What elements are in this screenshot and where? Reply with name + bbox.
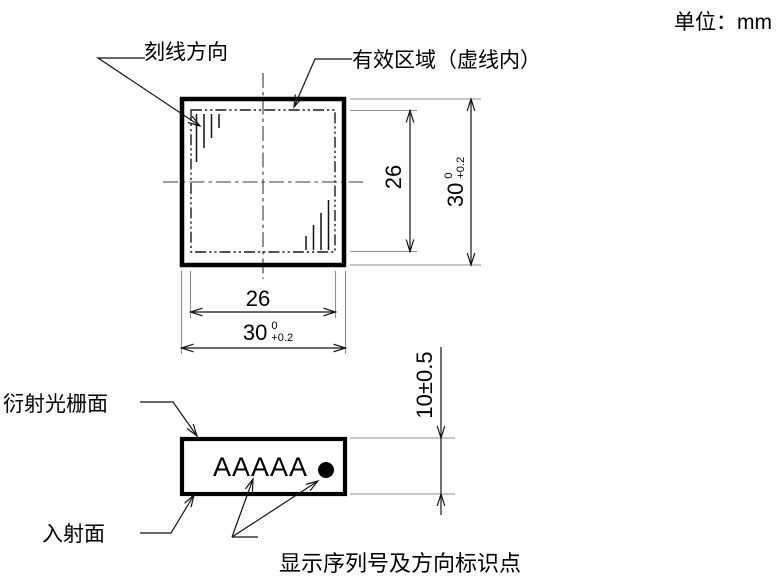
dim-thickness: 10±0.5: [411, 350, 439, 420]
scribe-hatch-bottom-right: [305, 200, 330, 250]
scribe-leader-line: [96, 57, 202, 128]
serial-leader-to-dot: [231, 479, 320, 538]
unit-note: 单位：mm: [674, 11, 772, 34]
orientation-mark-dot: [318, 462, 334, 478]
effective-area-dashed-rect: [190, 109, 336, 253]
side-view: [140, 347, 455, 538]
dim-inner-width: 26: [236, 286, 280, 311]
top-view: [96, 57, 481, 354]
extension-lines-side-view: [350, 437, 455, 495]
dim-outer-height-value: 30: [443, 182, 468, 208]
tol-lower: +0.2: [271, 332, 294, 344]
scribe-direction-label: 刻线方向: [144, 41, 228, 64]
grating-outline-front: [179, 96, 347, 268]
incident-surface-leader-line: [140, 493, 196, 534]
scribe-hatch-top-left: [195, 114, 220, 162]
dim-outer-height: 30 0 +0.2: [441, 149, 471, 215]
grating-surface-leader-line: [140, 401, 199, 438]
tol-lower: +0.2: [455, 156, 467, 179]
serial-number-text: AAAAA: [213, 452, 309, 482]
serial-note-leaders: [231, 477, 320, 538]
grating-outline-side: [179, 436, 348, 497]
dim-outer-width-tolerance: 0 +0.2: [271, 321, 293, 344]
effective-area-label: 有效区域（虚线内）: [352, 49, 541, 72]
serial-leader-to-text: [231, 477, 254, 538]
grating-surface-label: 衍射光栅面: [3, 393, 108, 416]
dim-thickness-value: 10±0.5: [412, 351, 437, 419]
serial-note-label: 显示序列号及方向标识点: [279, 551, 522, 576]
dim-outer-width: 30 0 +0.2: [234, 320, 302, 346]
dim-inner-height-value: 26: [381, 164, 406, 190]
tol-upper: 0: [271, 320, 278, 333]
effective-area-leader-line: [293, 58, 352, 109]
extension-lines-top-view: [180, 98, 481, 354]
dim-inner-width-value: 26: [245, 286, 271, 311]
centerlines: [163, 73, 363, 279]
incident-surface-label: 入射面: [42, 523, 105, 546]
dim-inner-height: 26: [379, 154, 409, 200]
dimension-lines-top-view: [179, 97, 476, 353]
dim-outer-height-tolerance: 0 +0.2: [443, 156, 467, 179]
dim-outer-width-value: 30: [242, 320, 268, 345]
